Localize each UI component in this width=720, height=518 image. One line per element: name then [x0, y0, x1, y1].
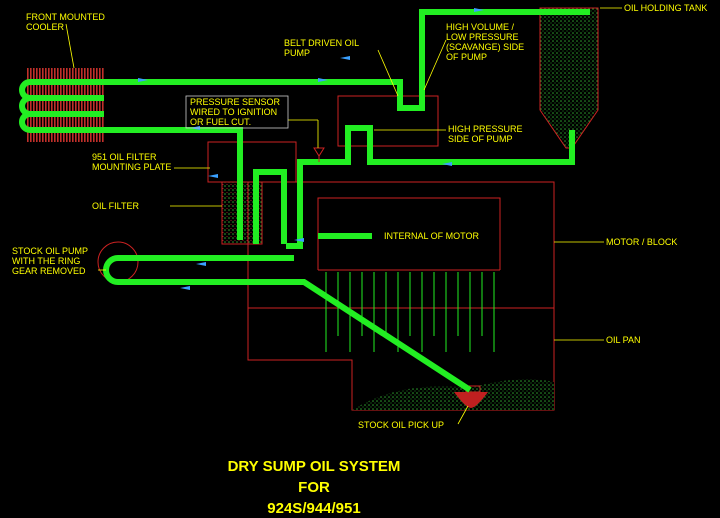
label-filter-plate: 951 OIL FILTER MOUNTING PLATE [92, 152, 171, 172]
diagram-title-line-3: 924S/944/951 [267, 500, 360, 517]
label-stock-pump: STOCK OIL PUMP WITH THE RING GEAR REMOVE… [12, 246, 90, 276]
label-leaders [65, 7, 622, 425]
label-holding-tank: OIL HOLDING TANK [624, 3, 707, 13]
flow-arrows [138, 8, 484, 290]
oil-pan [247, 308, 555, 411]
label-belt-pump: BELT DRIVEN OIL PUMP [284, 38, 361, 58]
label-high-volume: HIGH VOLUME / LOW PRESSURE (SCAVANGE) SI… [446, 22, 527, 62]
label-pick-up: STOCK OIL PICK UP [358, 420, 444, 430]
label-pressure-sensor: PRESSURE SENSOR WIRED TO IGNITION OR FUE… [190, 97, 283, 127]
diagram-title-line-2: FOR [298, 479, 330, 496]
label-oil-pan: OIL PAN [606, 335, 641, 345]
crank-fins [325, 272, 495, 352]
label-internal-motor: INTERNAL OF MOTOR [384, 231, 480, 241]
oil-lines [19, 9, 590, 393]
label-oil-filter: OIL FILTER [92, 201, 140, 211]
oil-holding-tank [539, 7, 599, 149]
belt-pump-housing [337, 95, 439, 147]
diagram-title-line-1: DRY SUMP OIL SYSTEM [228, 458, 401, 475]
pressure-sensor [313, 147, 325, 162]
label-high-pressure: HIGH PRESSURE SIDE OF PUMP [448, 124, 525, 144]
label-front-cooler: FRONT MOUNTED COOLER [26, 12, 107, 32]
label-motor-block: MOTOR / BLOCK [606, 237, 677, 247]
pressure-sensor-callout: PRESSURE SENSOR WIRED TO IGNITION OR FUE… [185, 95, 289, 129]
stock-oil-pump [97, 241, 139, 283]
